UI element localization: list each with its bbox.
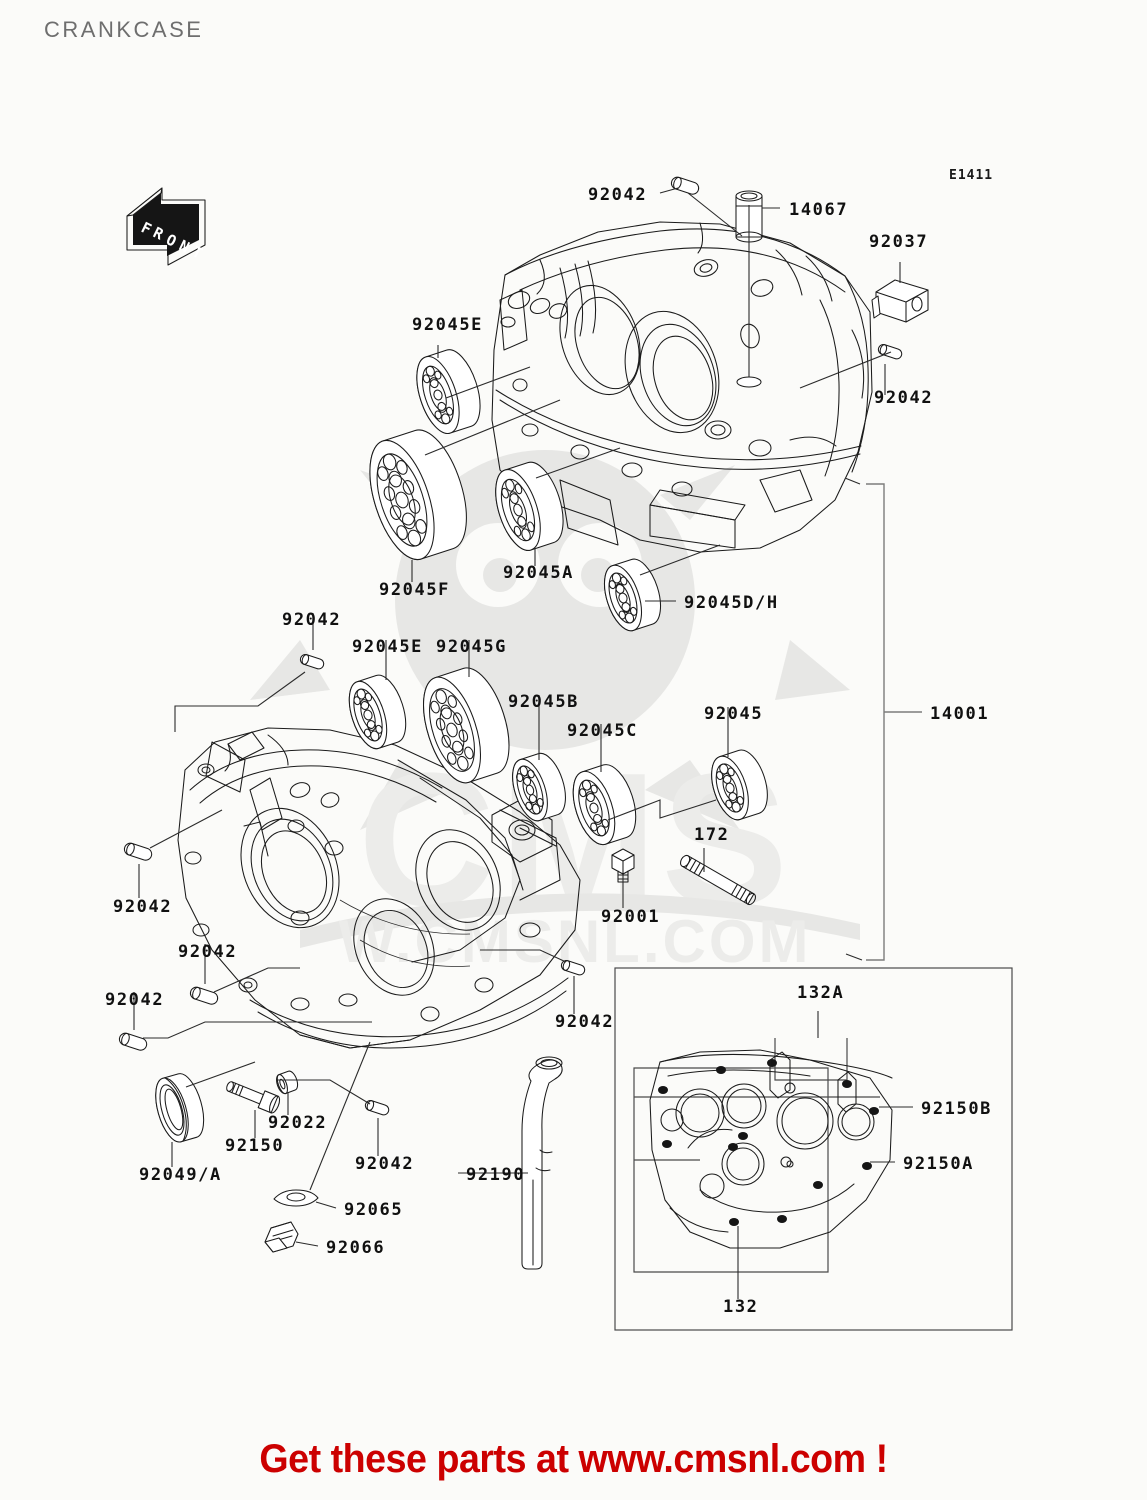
leader-lines xyxy=(133,187,922,1247)
part-number-labels: 92042 14067 92037 92042 92045E 92045F 92045A 92… xyxy=(105,185,992,1317)
dowel-pin-92042-mid xyxy=(299,654,325,670)
inset-detail-box xyxy=(614,967,1013,1331)
part-number-label: 92045G xyxy=(436,637,507,657)
dowel-pin-92042-bottom xyxy=(560,960,586,976)
part-number-label: 92045F xyxy=(379,580,450,600)
inset-crankcase-outline xyxy=(649,1049,893,1249)
bearing-92045A xyxy=(495,461,564,551)
washer-92022 xyxy=(276,1070,299,1095)
bearing-92045E-lower xyxy=(348,674,407,750)
part-number-label: 92022 xyxy=(268,1113,327,1133)
part-number-label: 92045E xyxy=(352,637,423,657)
clamp-92037 xyxy=(871,279,929,323)
part-number-label: 92065 xyxy=(344,1200,403,1220)
svg-text:T: T xyxy=(189,242,205,262)
part-number-label: 92042 xyxy=(355,1154,414,1174)
dowel-pin-92042-right xyxy=(877,344,903,360)
part-number-label: 92150 xyxy=(225,1136,284,1156)
part-number-label: 14001 xyxy=(930,704,989,724)
dowel-pin-92042-top xyxy=(670,176,700,195)
page-title: CRANKCASE xyxy=(44,17,204,42)
bearing-92045E-upper xyxy=(416,349,481,434)
bearing-92045F xyxy=(369,429,467,561)
footer-cta: Get these parts at www.cmsnl.com ! xyxy=(259,1437,888,1481)
part-number-label: 132 xyxy=(723,1297,759,1317)
bolt-92150 xyxy=(226,1081,281,1114)
part-number-label: 172 xyxy=(694,825,730,845)
part-number-label: 92042 xyxy=(874,388,933,408)
part-number-label: 92042 xyxy=(555,1012,614,1032)
part-number-label: 92049/A xyxy=(139,1165,222,1185)
oil-seal-92049A xyxy=(155,1073,205,1143)
part-number-label: 92150A xyxy=(903,1154,974,1174)
part-number-label: 92001 xyxy=(601,907,660,927)
part-number-label: 92045A xyxy=(503,563,574,583)
part-number-label: 92045E xyxy=(412,315,483,335)
bearing-92045D-H xyxy=(603,558,662,632)
bearing-92045 xyxy=(711,749,768,821)
part-number-label: 14067 xyxy=(789,200,848,220)
part-number-label: 92042 xyxy=(178,942,237,962)
part-number-label: 92042 xyxy=(588,185,647,205)
gasket-92065 xyxy=(273,1189,319,1207)
diagram-code: E1411 xyxy=(949,168,994,183)
plug-92066 xyxy=(264,1221,299,1253)
bolt-92001 xyxy=(611,848,635,883)
part-number-label: 92045C xyxy=(567,721,638,741)
dowel-pin-92042-l2 xyxy=(189,986,219,1005)
part-number-label: 92150B xyxy=(921,1099,992,1119)
upper-crankcase-half xyxy=(491,221,873,553)
bearing-92045B xyxy=(512,752,566,822)
part-number-label: 92066 xyxy=(326,1238,385,1258)
dowel-pin-92042-l3 xyxy=(118,1032,148,1051)
part-number-label: 92045 xyxy=(704,704,763,724)
breather-tube-92190 xyxy=(521,1056,563,1270)
stud-bolt-172 xyxy=(679,854,757,906)
part-number-label: 92045B xyxy=(508,692,579,712)
bearing-92045C xyxy=(572,764,637,846)
lower-crankcase-half xyxy=(177,727,581,1049)
part-number-label: 92037 xyxy=(869,232,928,252)
part-number-label: 92045D/H xyxy=(684,593,779,613)
part-number-label: 92042 xyxy=(282,610,341,630)
dowel-pin-92042-l1 xyxy=(123,842,153,861)
part-number-label: 132A xyxy=(797,983,844,1003)
dowel-pin-92042-low xyxy=(364,1100,390,1116)
bearing-92045G xyxy=(423,667,510,784)
front-arrow-icon: F R O N T xyxy=(126,187,206,266)
part-number-label: 92042 xyxy=(105,990,164,1010)
part-number-label: 92042 xyxy=(113,897,172,917)
part-number-label: 92190 xyxy=(466,1165,525,1185)
